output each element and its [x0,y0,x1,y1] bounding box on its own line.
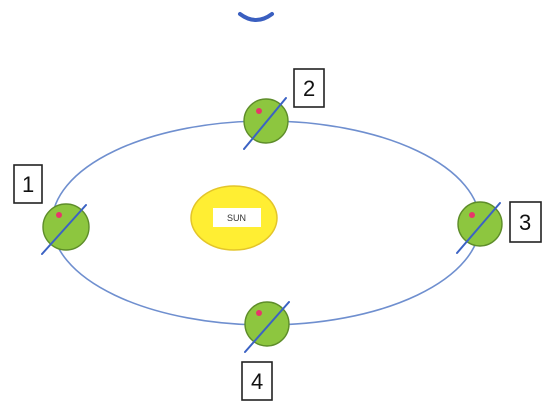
earth-position-1 [41,203,90,255]
top-arc [238,12,274,22]
position-number: 3 [519,210,531,235]
earth-axis [456,202,501,254]
earth-axis [244,301,290,353]
position-label-3: 3 [509,201,542,243]
location-marker [256,108,262,114]
position-label-4: 4 [241,361,273,401]
position-number: 2 [303,76,315,101]
earth-axis [243,97,287,150]
sun-label: SUN [227,213,246,223]
label-box [509,201,542,243]
sun: SUN [190,185,278,251]
position-number: 4 [251,369,263,394]
sun-label-box [213,208,261,227]
location-marker [256,310,262,316]
label-box [293,68,325,108]
position-number: 1 [22,172,34,197]
location-marker [56,212,62,218]
position-label-1: 1 [13,164,43,204]
label-box [13,164,43,204]
earth-position-2 [243,97,289,150]
earth-position-4 [244,301,290,353]
label-box [241,361,273,401]
earth-axis [41,204,87,255]
earth-position-3 [456,201,503,254]
location-marker [469,212,475,218]
position-label-2: 2 [293,68,325,108]
